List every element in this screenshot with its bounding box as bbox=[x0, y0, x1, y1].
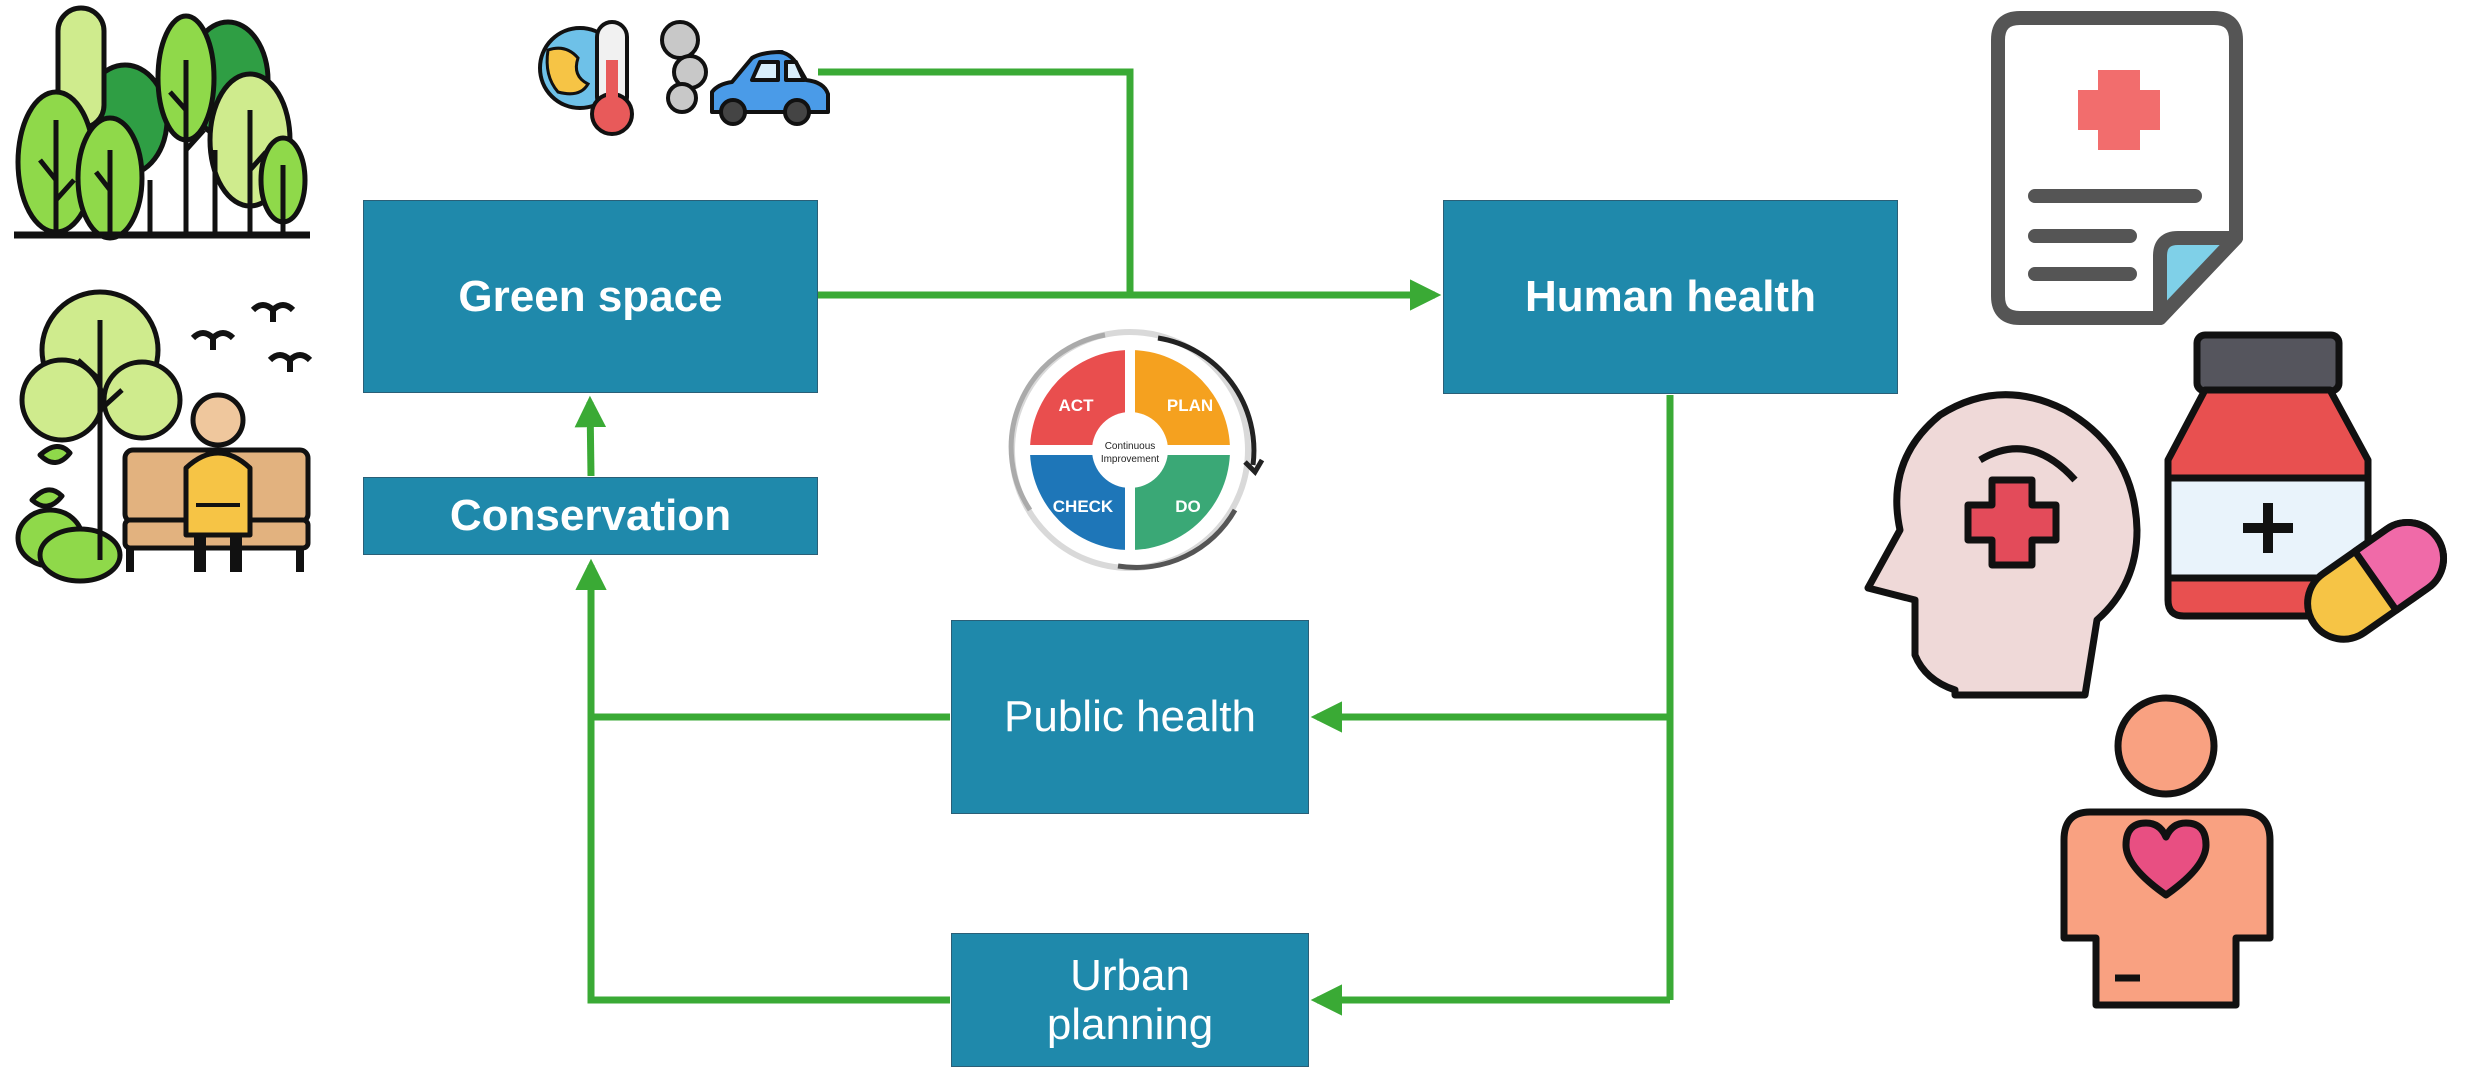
climate-thermometer-icon bbox=[538, 20, 634, 136]
pdca-center bbox=[1092, 412, 1168, 488]
node-public-health-label: Public health bbox=[1004, 692, 1256, 742]
node-urban-planning-label: Urban planning bbox=[1046, 950, 1214, 1049]
forest-icon bbox=[14, 5, 310, 241]
node-urban-planning: Urban planning bbox=[951, 933, 1309, 1067]
pdca-act-label: ACT bbox=[1059, 396, 1095, 415]
node-human-health: Human health bbox=[1443, 200, 1898, 394]
pdca-plan-label: PLAN bbox=[1167, 396, 1213, 415]
arrow-urban-planning-back bbox=[575, 558, 950, 1004]
pdca-do-label: DO bbox=[1175, 497, 1201, 516]
arrow-conservation-to-green-space bbox=[574, 395, 607, 477]
pdca-cycle: ACT PLAN CHECK DO Continuous Improvement bbox=[1008, 329, 1265, 571]
arrow-pollution-to-main-line bbox=[818, 68, 1134, 295]
node-green-space: Green space bbox=[363, 200, 818, 393]
birds-icon bbox=[190, 302, 313, 372]
car-pollution-icon bbox=[660, 20, 830, 126]
pdca-arrow-icon bbox=[1157, 335, 1257, 466]
pdca-center-line2: Improvement bbox=[1101, 454, 1160, 465]
heart-body-icon bbox=[2060, 694, 2274, 1009]
connectors bbox=[574, 68, 1674, 1016]
node-human-health-label: Human health bbox=[1525, 272, 1816, 322]
node-green-space-label: Green space bbox=[458, 271, 723, 321]
pdca-check-label: CHECK bbox=[1053, 497, 1114, 516]
node-conservation: Conservation bbox=[363, 477, 818, 555]
medicine-bottle-pill-icon bbox=[2164, 331, 2448, 643]
mental-health-icon bbox=[1864, 391, 2141, 699]
node-conservation-label: Conservation bbox=[449, 491, 732, 541]
node-public-health: Public health bbox=[951, 620, 1309, 814]
medical-report-icon bbox=[1991, 11, 2243, 325]
pdca-center-line1: Continuous bbox=[1105, 441, 1156, 452]
park-bench-person-icon bbox=[15, 289, 311, 584]
